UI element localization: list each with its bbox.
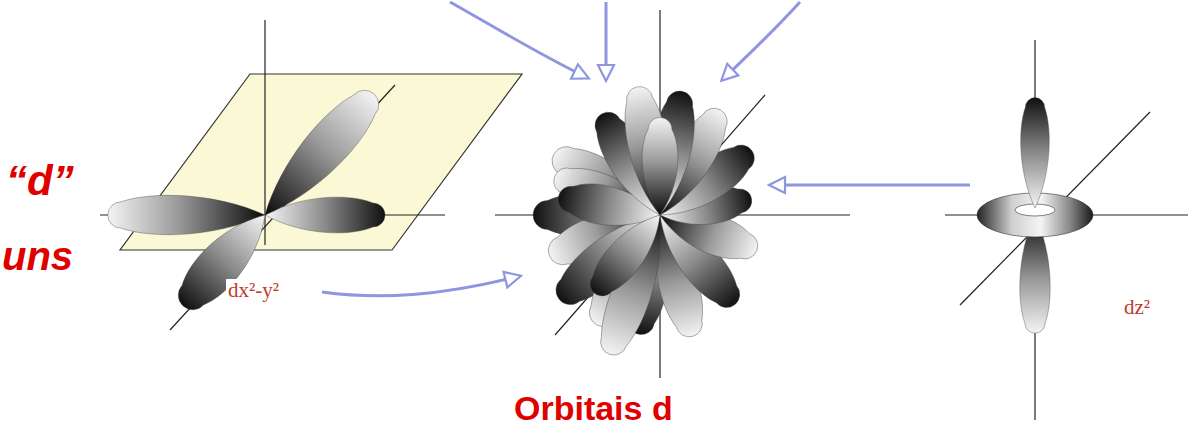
pointer-arrows	[322, 2, 970, 296]
orbital-lobe	[167, 201, 281, 321]
orbital-lobe	[642, 118, 678, 216]
section-letter: “d”	[6, 158, 74, 204]
axes	[100, 10, 1188, 420]
orbital-lobe	[618, 83, 679, 218]
heading-fragment: uns	[2, 234, 73, 278]
orbital-name: dx²-y²	[226, 279, 281, 302]
orbital-lobe	[1021, 98, 1050, 208]
orbital-lobe	[581, 204, 674, 305]
orbital-name: dz²	[1122, 296, 1152, 319]
title-text: Orbitais d	[510, 390, 677, 427]
orbital-lobe	[249, 80, 390, 230]
